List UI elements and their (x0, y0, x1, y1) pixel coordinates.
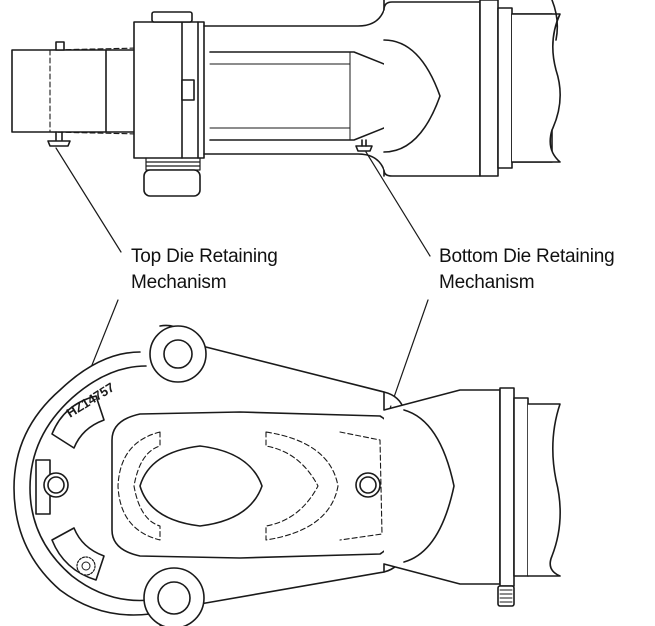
seal-icon (76, 556, 96, 576)
callout-top-line1: Top Die Retaining (131, 246, 278, 267)
front-view-drawing (13, 324, 561, 626)
callout-top-die-retaining: Top Die Retaining Mechanism (131, 244, 278, 296)
leader-line-top (55, 147, 122, 253)
side-view-drawing (11, 0, 561, 197)
callout-top-line2: Mechanism (131, 272, 227, 293)
callout-bottom-line2: Mechanism (439, 272, 535, 293)
callout-bottom-die-retaining: Bottom Die Retaining Mechanism (439, 244, 615, 296)
callout-bottom-line1: Bottom Die Retaining (439, 246, 615, 267)
leader-line-bottom (365, 151, 431, 257)
